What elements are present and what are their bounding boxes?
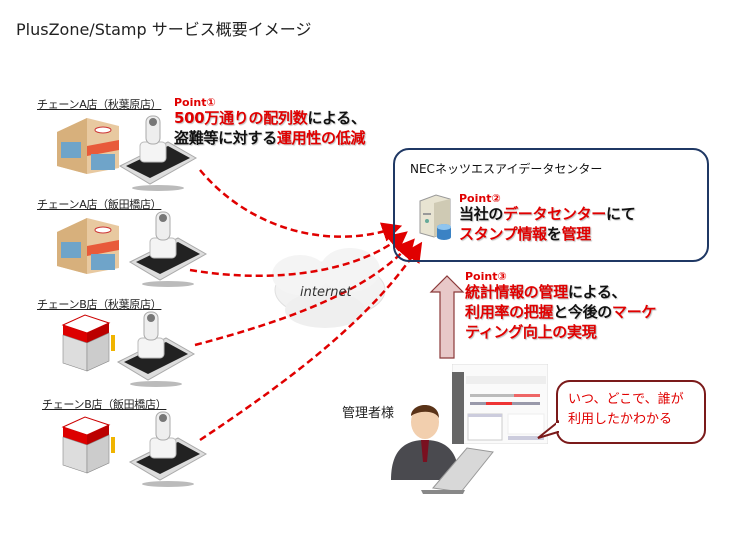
- bubble-line-1: いつ、どこで、誰が: [568, 392, 684, 407]
- admin-label: 管理者様: [342, 406, 395, 421]
- point-3-line-3: ティング向上の実現: [465, 322, 656, 342]
- plain-text: と今後の: [553, 303, 613, 321]
- plain-text: による、: [307, 109, 366, 127]
- point-1-line-1: 500万通りの配列数による、: [174, 108, 366, 128]
- store-label: チェーンA店（飯田橋店）: [37, 198, 162, 211]
- smartphone-stamp-icon: [118, 115, 198, 191]
- highlight-text: 運用性の低減: [276, 129, 366, 147]
- connection-line-2: [189, 231, 408, 278]
- point-3-line-2: 利用率の把握と今後のマーケ: [465, 302, 656, 322]
- data-center-box: [393, 148, 709, 262]
- chain-b-store-icon: [61, 314, 115, 372]
- chain-a-store-icon: [57, 218, 119, 274]
- plain-text: 当社の: [459, 205, 504, 223]
- store-label: チェーンB店（秋葉原店）: [37, 298, 162, 311]
- store-label: チェーンA店（秋葉原店）: [37, 98, 162, 111]
- store-2: チェーンB店（秋葉原店）: [37, 296, 162, 312]
- connection-line-4: [199, 241, 423, 442]
- point-3-label: Point③: [465, 270, 507, 283]
- smartphone-stamp-icon: [116, 311, 196, 387]
- store-0: チェーンA店（秋葉原店）: [37, 96, 162, 112]
- speech-bubble-tail: [537, 420, 560, 439]
- connection-line-1: [199, 169, 403, 242]
- store-3: チェーンB店（飯田橋店）: [42, 396, 167, 412]
- speech-bubble: [556, 380, 706, 444]
- point-2-line-2: スタンプ情報を管理: [459, 224, 635, 244]
- internet-label: internet: [300, 285, 352, 300]
- internet-cloud: [272, 248, 386, 328]
- store-label: チェーンB店（飯田橋店）: [42, 398, 167, 411]
- plain-text: にて: [606, 205, 636, 223]
- point-1-line-2: 盗難等に対する運用性の低減: [174, 128, 366, 148]
- page-title: PlusZone/Stamp サービス概要イメージ: [16, 20, 312, 39]
- point-3-text: 統計情報の管理による、 利用率の把握と今後のマーケ ティング向上の実現: [465, 282, 656, 342]
- point-1-label: Point①: [174, 96, 216, 109]
- plain-text: による、: [567, 283, 627, 301]
- point-2-text: 当社のデータセンターにて スタンプ情報を管理: [459, 204, 636, 244]
- highlight-text: ティング向上の実現: [465, 323, 597, 341]
- point-2-line-1: 当社のデータセンターにて: [459, 204, 636, 224]
- highlight-text: 500万通りの配列数: [174, 109, 308, 127]
- smartphone-stamp-icon: [128, 211, 208, 287]
- chain-a-store-icon: [57, 118, 119, 174]
- store-1: チェーンA店（飯田橋店）: [37, 196, 162, 212]
- data-center-title: NECネッツエスアイデータセンター: [410, 162, 603, 176]
- highlight-text: スタンプ情報: [459, 225, 547, 243]
- point-2-label: Point②: [459, 192, 501, 205]
- plain-text: 盗難等に対する: [174, 129, 277, 147]
- up-arrow: [429, 275, 465, 359]
- highlight-text: 統計情報の管理: [465, 283, 568, 301]
- highlight-text: データセンター: [503, 205, 607, 223]
- server-database-icon: [419, 194, 451, 240]
- smartphone-stamp-icon: [128, 411, 208, 487]
- bubble-line-2: 利用したかわかる: [568, 412, 673, 427]
- plain-text: を: [546, 225, 562, 243]
- point-3-line-1: 統計情報の管理による、: [465, 282, 656, 302]
- highlight-text: マーケ: [612, 303, 657, 321]
- point-1-text: 500万通りの配列数による、 盗難等に対する運用性の低減: [174, 108, 366, 148]
- highlight-text: 利用率の把握: [465, 303, 554, 321]
- admin-person-icon: [391, 405, 494, 494]
- connection-line-3: [194, 238, 415, 347]
- dashboard-screenshot: [452, 364, 548, 444]
- speech-bubble-text: いつ、どこで、誰が 利用したかわかる: [568, 390, 684, 430]
- chain-b-store-icon: [61, 416, 115, 474]
- highlight-text: 管理: [561, 225, 591, 243]
